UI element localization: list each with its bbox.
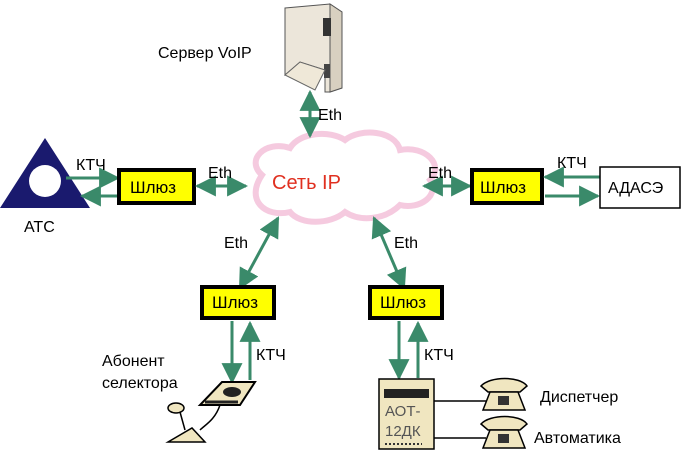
phone-dispatcher-label: Диспетчер [540, 389, 618, 406]
adase-box: АДАСЭ [599, 166, 681, 209]
server-eth-label: Eth [318, 107, 342, 124]
bottom-right-ktch-label: КТЧ [424, 347, 454, 364]
selector-label-line2: селектора [102, 375, 178, 392]
aot-label-line1: АОТ- [385, 403, 421, 420]
gateway-left-label: Шлюз [130, 178, 176, 197]
bottom-left-eth-link [238, 216, 280, 290]
ip-network-cloud: Сеть IP [252, 129, 439, 225]
bottom-right-eth-link [371, 216, 407, 290]
right-ktch-label: КТЧ [557, 155, 587, 172]
gateway-left[interactable]: Шлюз [117, 168, 196, 205]
gateway-right-label: Шлюз [480, 178, 526, 197]
phone-icon-automation [479, 415, 529, 449]
left-ktch-label: КТЧ [76, 157, 106, 174]
gateway-bottom-left[interactable]: Шлюз [200, 285, 276, 320]
cloud-label: Сеть IP [272, 172, 341, 194]
voip-server-icon [284, 3, 343, 93]
phone-automation-label: Автоматика [534, 430, 621, 447]
gateway-bottom-right-label: Шлюз [380, 293, 426, 312]
bottom-right-eth-label: Eth [394, 235, 418, 252]
selector-label-line1: Абонент [102, 353, 165, 370]
atc-label: АТС [24, 219, 55, 236]
gateway-bottom-right[interactable]: Шлюз [368, 285, 444, 320]
server-label: Сервер VoIP [158, 45, 252, 62]
adase-label: АДАСЭ [608, 180, 663, 197]
bottom-left-ktch-label: КТЧ [256, 347, 286, 364]
right-eth-label: Eth [428, 165, 452, 182]
phone-icon-dispatcher [479, 377, 529, 411]
atc-icon [0, 138, 90, 208]
selector-console-icon [165, 381, 257, 443]
gateway-bottom-left-label: Шлюз [212, 293, 258, 312]
left-eth-label: Eth [208, 165, 232, 182]
aot-12dk-device: АОТ- 12ДК [378, 378, 435, 450]
aot-label-line2: 12ДК [385, 423, 421, 440]
gateway-right[interactable]: Шлюз [470, 168, 544, 205]
bottom-left-eth-label: Eth [224, 235, 248, 252]
